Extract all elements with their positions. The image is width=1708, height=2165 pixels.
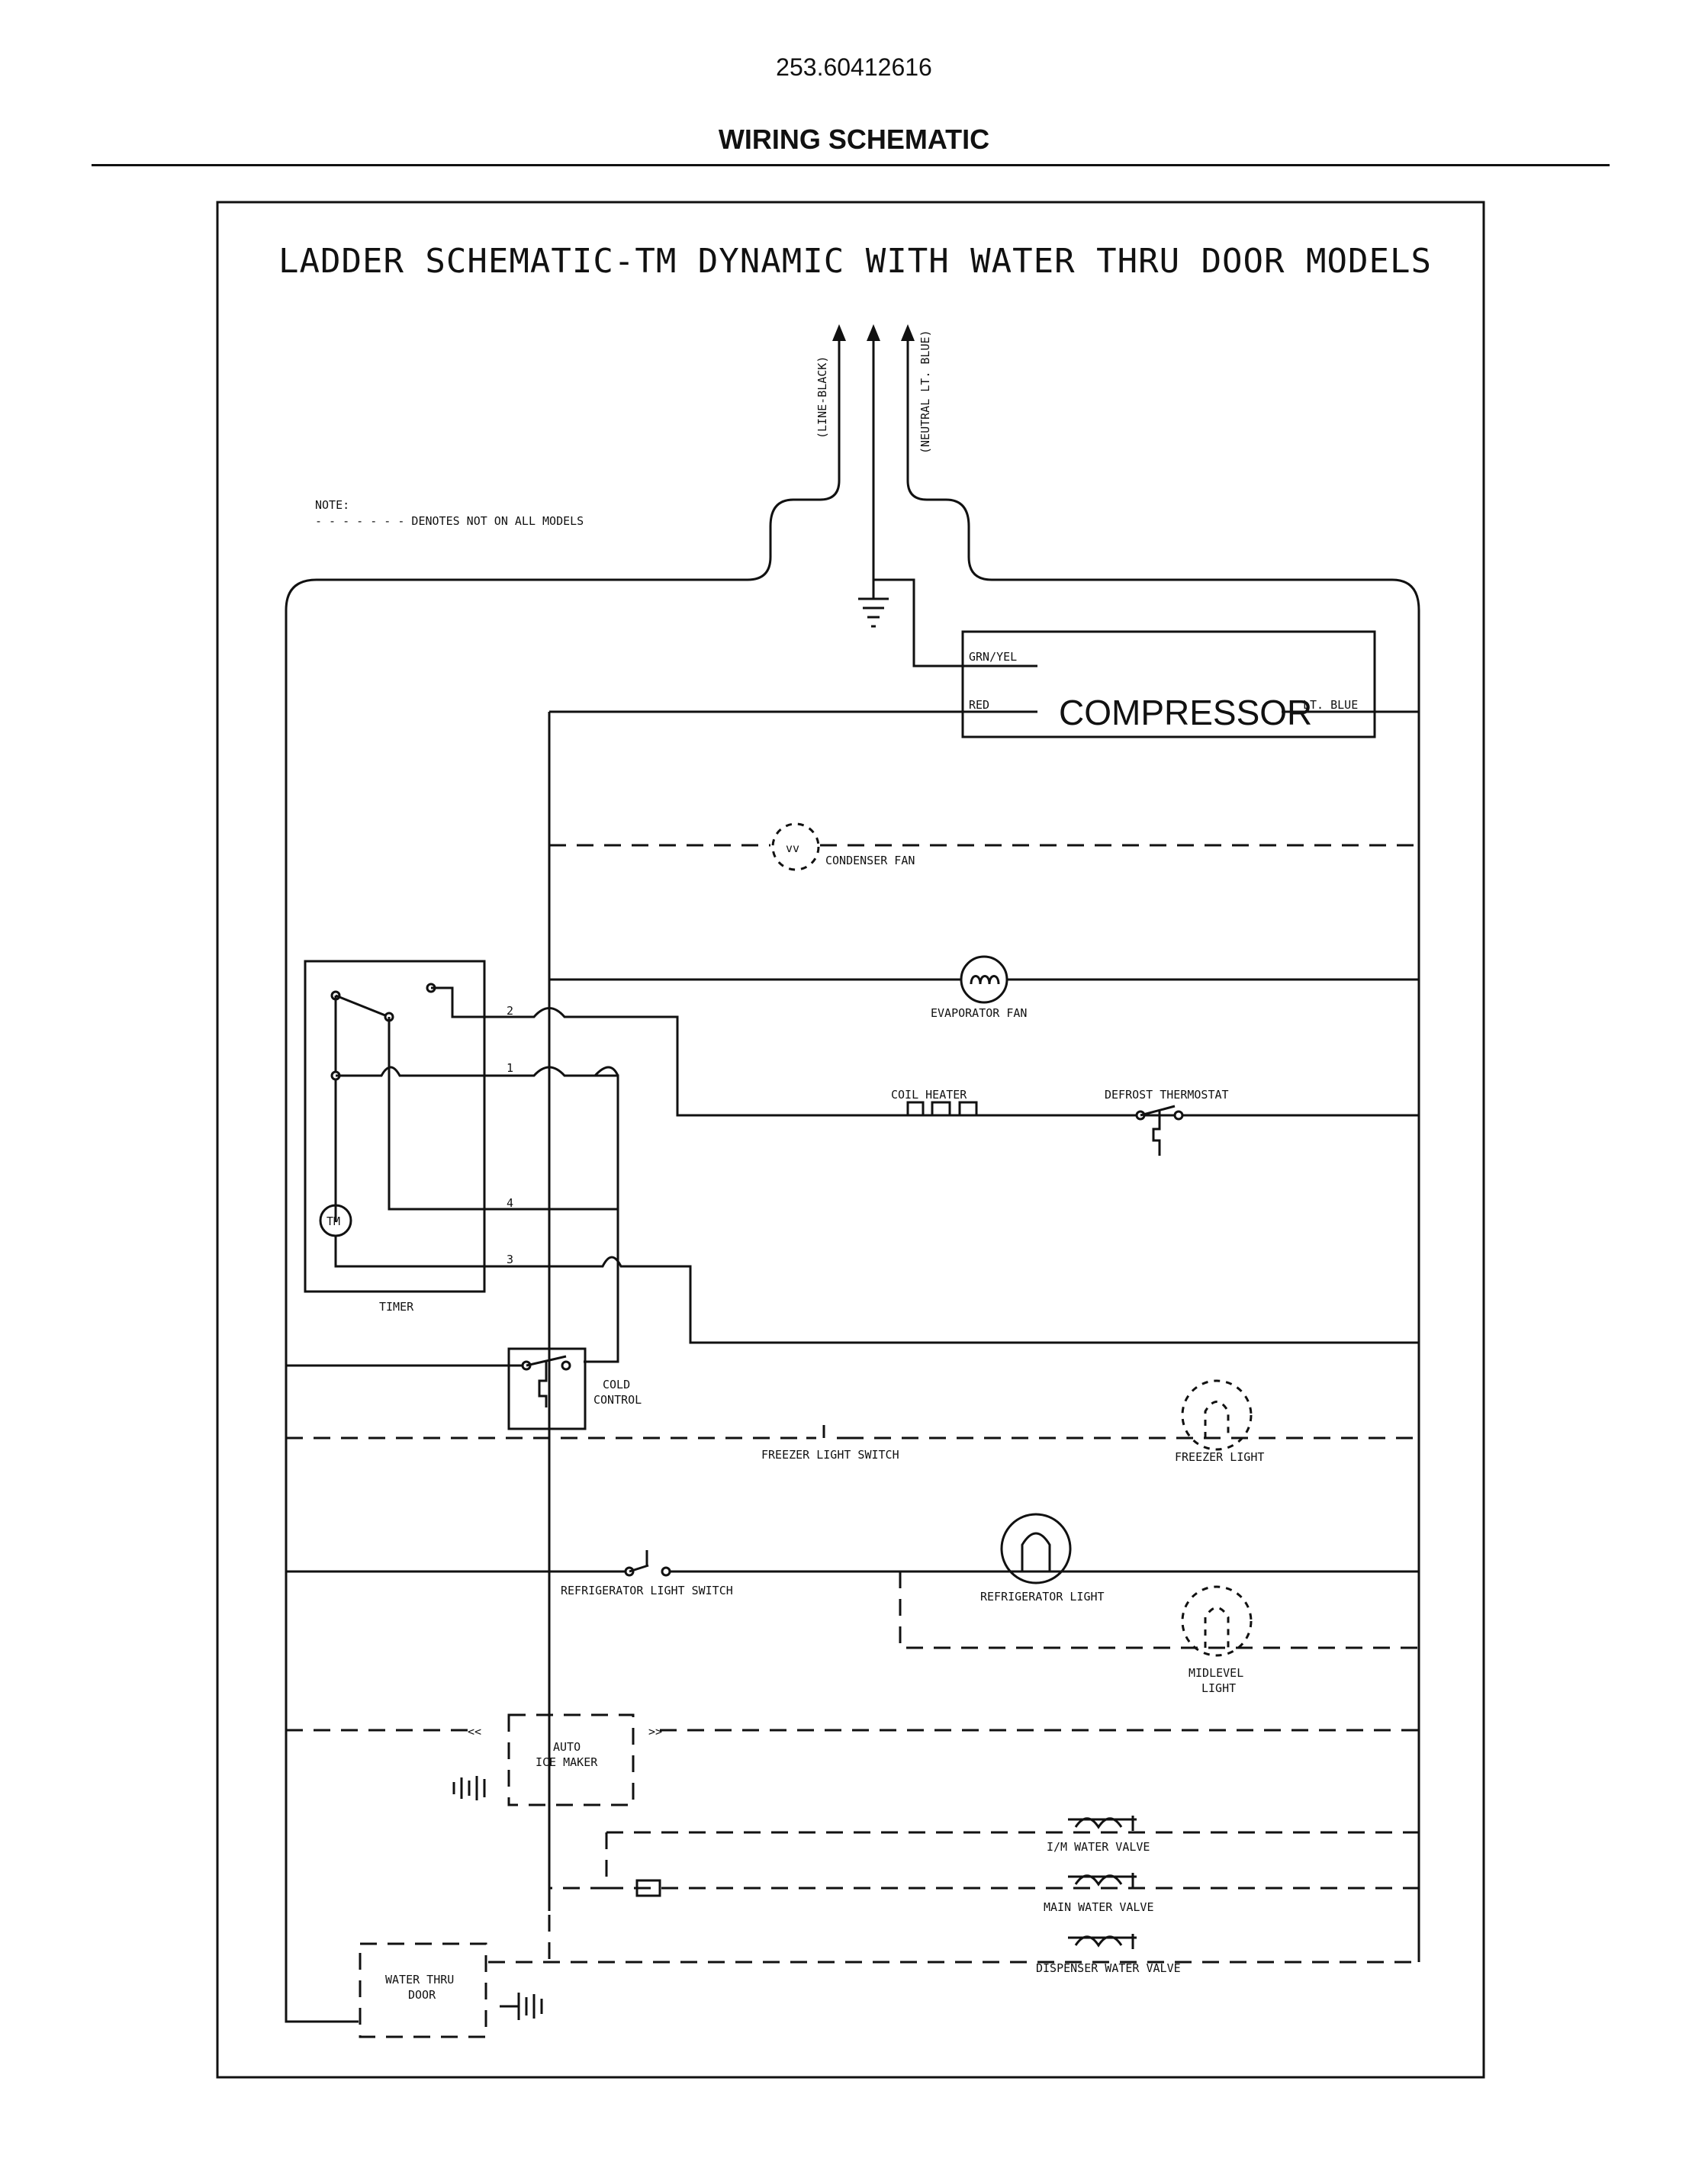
water-connector-icon — [635, 1879, 661, 1897]
timer-label: TIMER — [379, 1300, 414, 1314]
svg-text:>>: >> — [648, 1725, 662, 1739]
note-heading: NOTE: — [315, 498, 349, 512]
section-title: WIRING SCHEMATIC — [718, 124, 990, 155]
freezer-light-icon — [1181, 1379, 1253, 1451]
timer-terminal-3: 3 — [507, 1253, 513, 1266]
dispenser-water-valve-label: DISPENSER WATER VALVE — [1036, 1961, 1181, 1975]
evaporator-fan-icon — [960, 955, 1008, 1004]
line-arrow-icon — [832, 324, 846, 341]
auto-ice-maker: << >> AUTO ICE MAKER — [286, 1713, 1419, 1962]
refrigerator-light-rung: REFRIGERATOR LIGHT SWITCH REFRIGERATOR L… — [286, 1513, 1419, 1695]
timer-box — [304, 960, 486, 1293]
svg-text:vv: vv — [786, 841, 799, 855]
midlevel-light-label-1: MIDLEVEL — [1189, 1666, 1243, 1680]
freezer-light-label: FREEZER LIGHT — [1175, 1450, 1264, 1464]
refrigerator-light-label: REFRIGERATOR LIGHT — [980, 1590, 1105, 1604]
compressor: GRN/YEL RED COMPRESSOR LT. BLUE — [548, 578, 1419, 1911]
water-thru-door: WATER THRU DOOR — [359, 1942, 543, 2038]
timer-terminal-1: 1 — [507, 1061, 513, 1075]
ground-wire-label: GRN/YEL — [969, 650, 1017, 664]
auto-ice-maker-label-1: AUTO — [553, 1740, 581, 1754]
diagram-title: LADDER SCHEMATIC-TM DYNAMIC WITH WATER T… — [278, 242, 1432, 281]
schematic-frame — [216, 201, 1485, 2079]
main-water-valve-label: MAIN WATER VALVE — [1044, 1900, 1154, 1914]
svg-text:<<: << — [468, 1725, 481, 1739]
freezer-light-rung: FREEZER LIGHT SWITCH FREEZER LIGHT — [286, 1379, 1419, 1464]
defrost-rung: COIL HEATER DEFROST THERMOSTAT — [885, 1088, 1229, 1156]
ground-icon — [858, 597, 889, 628]
neutral-blue-label: (NEUTRAL LT. BLUE) — [918, 330, 932, 454]
ice-maker-plug-icon — [452, 1776, 486, 1800]
model-number: 253.60412616 — [776, 53, 932, 81]
auto-ice-maker-label-2: ICE MAKER — [536, 1755, 598, 1769]
freezer-light-switch-label: FREEZER LIGHT SWITCH — [761, 1448, 899, 1462]
compressor-label: COMPRESSOR — [1059, 693, 1312, 732]
timer: TM 2 1 4 3 TIMER — [304, 960, 1419, 1363]
note-text: - - - - - - - DENOTES NOT ON ALL MODELS — [315, 514, 584, 528]
cold-control: COLD CONTROL — [286, 1347, 642, 1430]
timer-motor-label: TM — [326, 1214, 340, 1228]
midlevel-light-icon — [1181, 1585, 1253, 1657]
water-thru-door-label-2: DOOR — [408, 1988, 436, 2002]
coil-heater-label: COIL HEATER — [891, 1088, 967, 1102]
red-wire-label: RED — [969, 698, 989, 712]
door-plug-icon — [500, 1993, 543, 2020]
header-rule — [92, 164, 1610, 166]
water-valves: I/M WATER VALVE MAIN WATER VALVE DISPENS… — [488, 1816, 1419, 1975]
refrigerator-light-switch-label: REFRIGERATOR LIGHT SWITCH — [561, 1584, 733, 1597]
timer-terminal-4: 4 — [507, 1196, 513, 1210]
refrigerator-light-icon — [1000, 1513, 1072, 1584]
line-black-label: (LINE-BLACK) — [815, 356, 829, 439]
lt-blue-wire-label: LT. BLUE — [1303, 698, 1358, 712]
condenser-fan-icon — [771, 822, 820, 871]
cold-control-label-1: COLD — [603, 1378, 630, 1391]
water-thru-door-label-1: WATER THRU — [385, 1973, 454, 1986]
evaporator-fan-label: EVAPORATOR FAN — [931, 1006, 1027, 1020]
condenser-fan-label: CONDENSER FAN — [825, 854, 915, 867]
defrost-thermostat-label: DEFROST THERMOSTAT — [1105, 1088, 1229, 1102]
evaporator-fan-rung: EVAPORATOR FAN — [549, 955, 1419, 1020]
ground-arrow-icon — [867, 324, 880, 341]
condenser-fan-rung: vv CONDENSER FAN — [549, 822, 1419, 871]
cold-control-label-2: CONTROL — [593, 1393, 642, 1407]
neutral-arrow-icon — [901, 324, 915, 341]
timer-terminal-2: 2 — [507, 1004, 513, 1018]
supply-leads: (LINE-BLACK) (NEUTRAL LT. BLUE) — [285, 324, 1420, 2023]
im-water-valve-label: I/M WATER VALVE — [1047, 1840, 1150, 1854]
midlevel-light-label-2: LIGHT — [1201, 1681, 1236, 1695]
